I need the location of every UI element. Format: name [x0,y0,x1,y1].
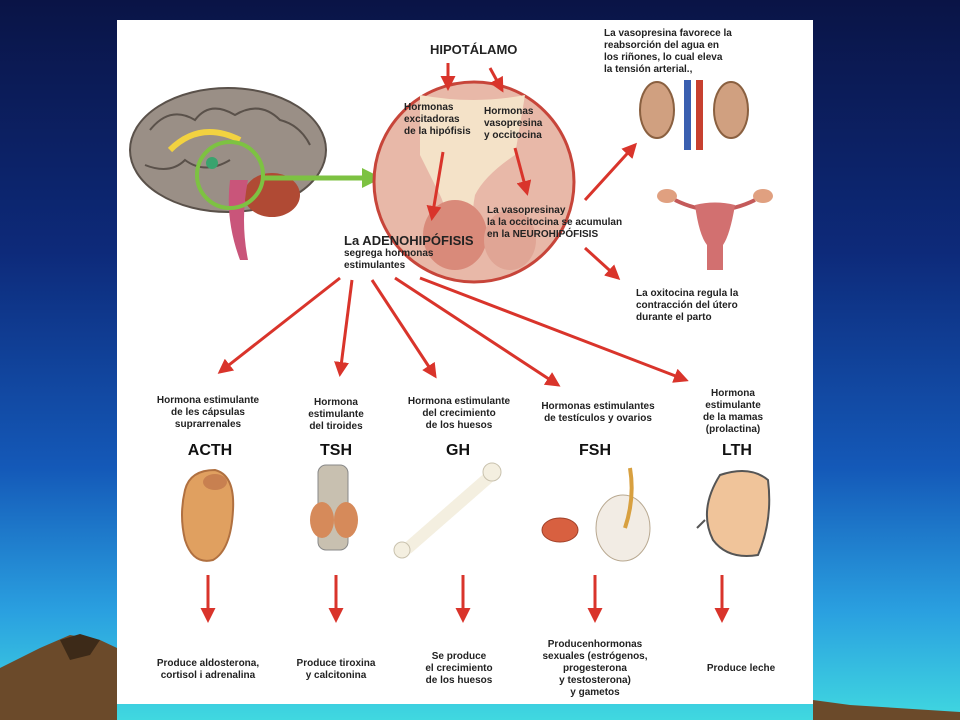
hormone-effect-lth: Produce leche [706,663,776,674]
hormone-effect-acth: Produce aldosterona, cortisol i adrenali… [156,658,260,681]
hormone-abbr-lth: LTH [722,442,752,459]
brain-icon [129,87,327,260]
hypothalamus-label: HIPOTÁLAMO [430,42,518,57]
pituitary-icon [372,80,576,284]
breast-icon [696,470,771,557]
hormone-desc-gh: Hormona estimulante del crecimiento de l… [407,396,511,431]
hormone-effect-tsh: Produce tiroxina y calcitonina [296,658,376,681]
hormone-abbr-gh: GH [446,442,470,459]
kidneys-icon [639,80,749,150]
oxytocin-note: La oxitocina regula la contracción del ú… [636,288,739,323]
hormone-effect-fsh: Producenhormonas sexuales (estrógenos, p… [542,639,648,698]
vasopressin-note: La vasopresina favorece la reabsorción d… [604,28,732,75]
bone-icon [393,462,502,559]
hormone-desc-lth: Hormona estimulante de la mamas (prolact… [702,388,764,435]
adenohypophysis-subtitle: segrega hormonas estimulantes [344,248,434,271]
red-arrows [200,63,730,623]
hormone-desc-tsh: Hormona estimulante del tiroides [308,397,364,432]
adrenal-gland-icon [181,468,235,562]
hormone-effect-gh: Se produce el crecimiento de los huesos [425,651,493,686]
hormone-abbr-tsh: TSH [320,442,352,459]
hormone-abbr-fsh: FSH [579,442,611,459]
vasopressin-hormones-label: Hormonas vasopresina y occitocina [484,106,543,141]
adenohypophysis-title: La ADENOHIPÓFISIS [344,233,474,248]
gonads-icon [541,467,651,562]
hormone-desc-acth: Hormona estimulante de les cápsulas supr… [156,395,260,430]
excitatory-hormones-label: Hormonas excitadoras de la hipófisis [404,102,471,137]
hormone-desc-fsh: Hormonas estimulantes de testículos y ov… [541,401,655,424]
thyroid-icon [310,464,358,551]
neurohypophysis-label: La vasopresinay la la occitocina se acum… [487,205,623,240]
uterus-icon [657,189,773,270]
hormone-abbr-acth: ACTH [187,442,233,459]
